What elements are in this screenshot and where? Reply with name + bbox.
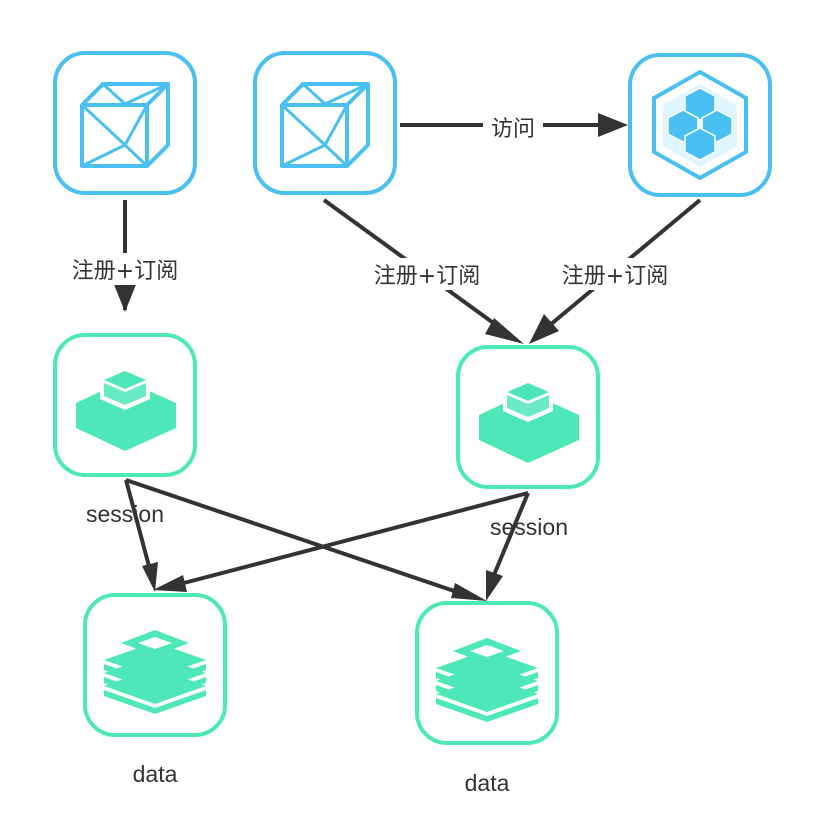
database-layers-icon [436,638,538,722]
edge-label-bg [364,258,490,290]
edge-line [179,491,529,586]
node-service[interactable] [628,53,772,197]
edge-label-bg [60,253,190,285]
edge-label-bg [552,258,678,290]
node-box [53,51,197,195]
hexagon-blocks-icon [652,69,748,181]
edge-line [125,478,461,595]
edge-label: 注册+订阅 [562,264,668,289]
node-client-b[interactable] [253,51,397,195]
edge-session-b-to-data-a [153,491,529,592]
stacked-block-icon [479,379,579,463]
edge-line [124,479,152,571]
edge-client-b-to-session-b: 注册+订阅 [322,198,524,344]
node-session-a[interactable]: session [53,333,197,527]
node-box [253,51,397,195]
cube-outline-icon [80,82,170,168]
stacked-block-icon [76,367,176,451]
node-session-b[interactable]: session [456,345,600,540]
cube-outline-icon [280,82,370,168]
database-layers-icon [104,630,206,714]
edge-label: 访问 [491,117,535,142]
edge-client-b-to-service: 访问 [400,112,628,142]
edge-client-a-to-session-a: 注册+订阅 [60,200,190,312]
arrowhead [529,314,559,344]
node-client-a[interactable] [53,51,197,195]
node-label: session [86,501,164,527]
edge-label-bg [483,112,543,142]
edge-session-b-to-data-b [486,492,530,601]
node-label: data [133,761,178,787]
edge-service-to-session-b: 注册+订阅 [529,198,702,344]
node-label: data [465,770,510,796]
edge-label: 注册+订阅 [374,264,480,289]
node-data-b[interactable]: data [415,601,559,796]
arrowhead [142,562,158,592]
edges: 注册+订阅 访问 注册+订阅 注册+订阅 [60,112,702,601]
edge-session-a-to-data-a [124,479,158,592]
edge-label: 注册+订阅 [72,259,178,284]
node-label: session [490,514,568,540]
arrowhead [485,318,524,344]
node-data-a[interactable]: data [83,593,227,787]
edge-line [492,492,530,576]
arrowhead [451,583,487,601]
arrowhead [153,575,187,592]
arrowhead [486,570,503,601]
arrowhead [598,113,628,137]
edge-session-a-to-data-b [125,478,487,601]
